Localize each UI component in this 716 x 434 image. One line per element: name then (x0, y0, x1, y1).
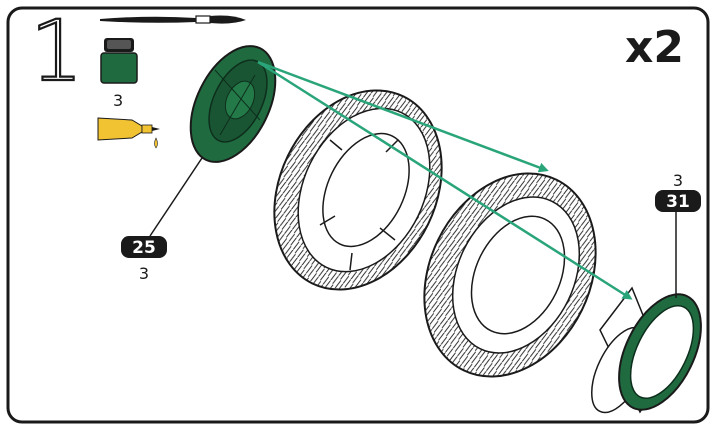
step-number: 1 (30, 2, 83, 100)
part-number: 31 (666, 192, 690, 212)
tire-right (423, 172, 597, 378)
callout-line-25 (149, 157, 203, 237)
part-25-hub (189, 45, 277, 163)
paint-jar-icon (100, 38, 138, 84)
part-badge-25: 25 (121, 236, 167, 258)
quantity-multiplier: x2 (625, 22, 684, 73)
assembly-arrow-hub-to-tire (257, 60, 549, 173)
part-paint-code: 3 (139, 264, 149, 283)
assembly-arrow-hub-to-rim (257, 60, 633, 300)
part-paint-code: 3 (673, 171, 683, 190)
part-number: 25 (132, 238, 156, 258)
part-badge-31: 31 (655, 190, 701, 212)
paint-code-label: 3 (113, 91, 123, 110)
part-31-rim (591, 286, 702, 414)
glue-tube-icon (97, 117, 160, 149)
paintbrush-icon (100, 15, 246, 24)
